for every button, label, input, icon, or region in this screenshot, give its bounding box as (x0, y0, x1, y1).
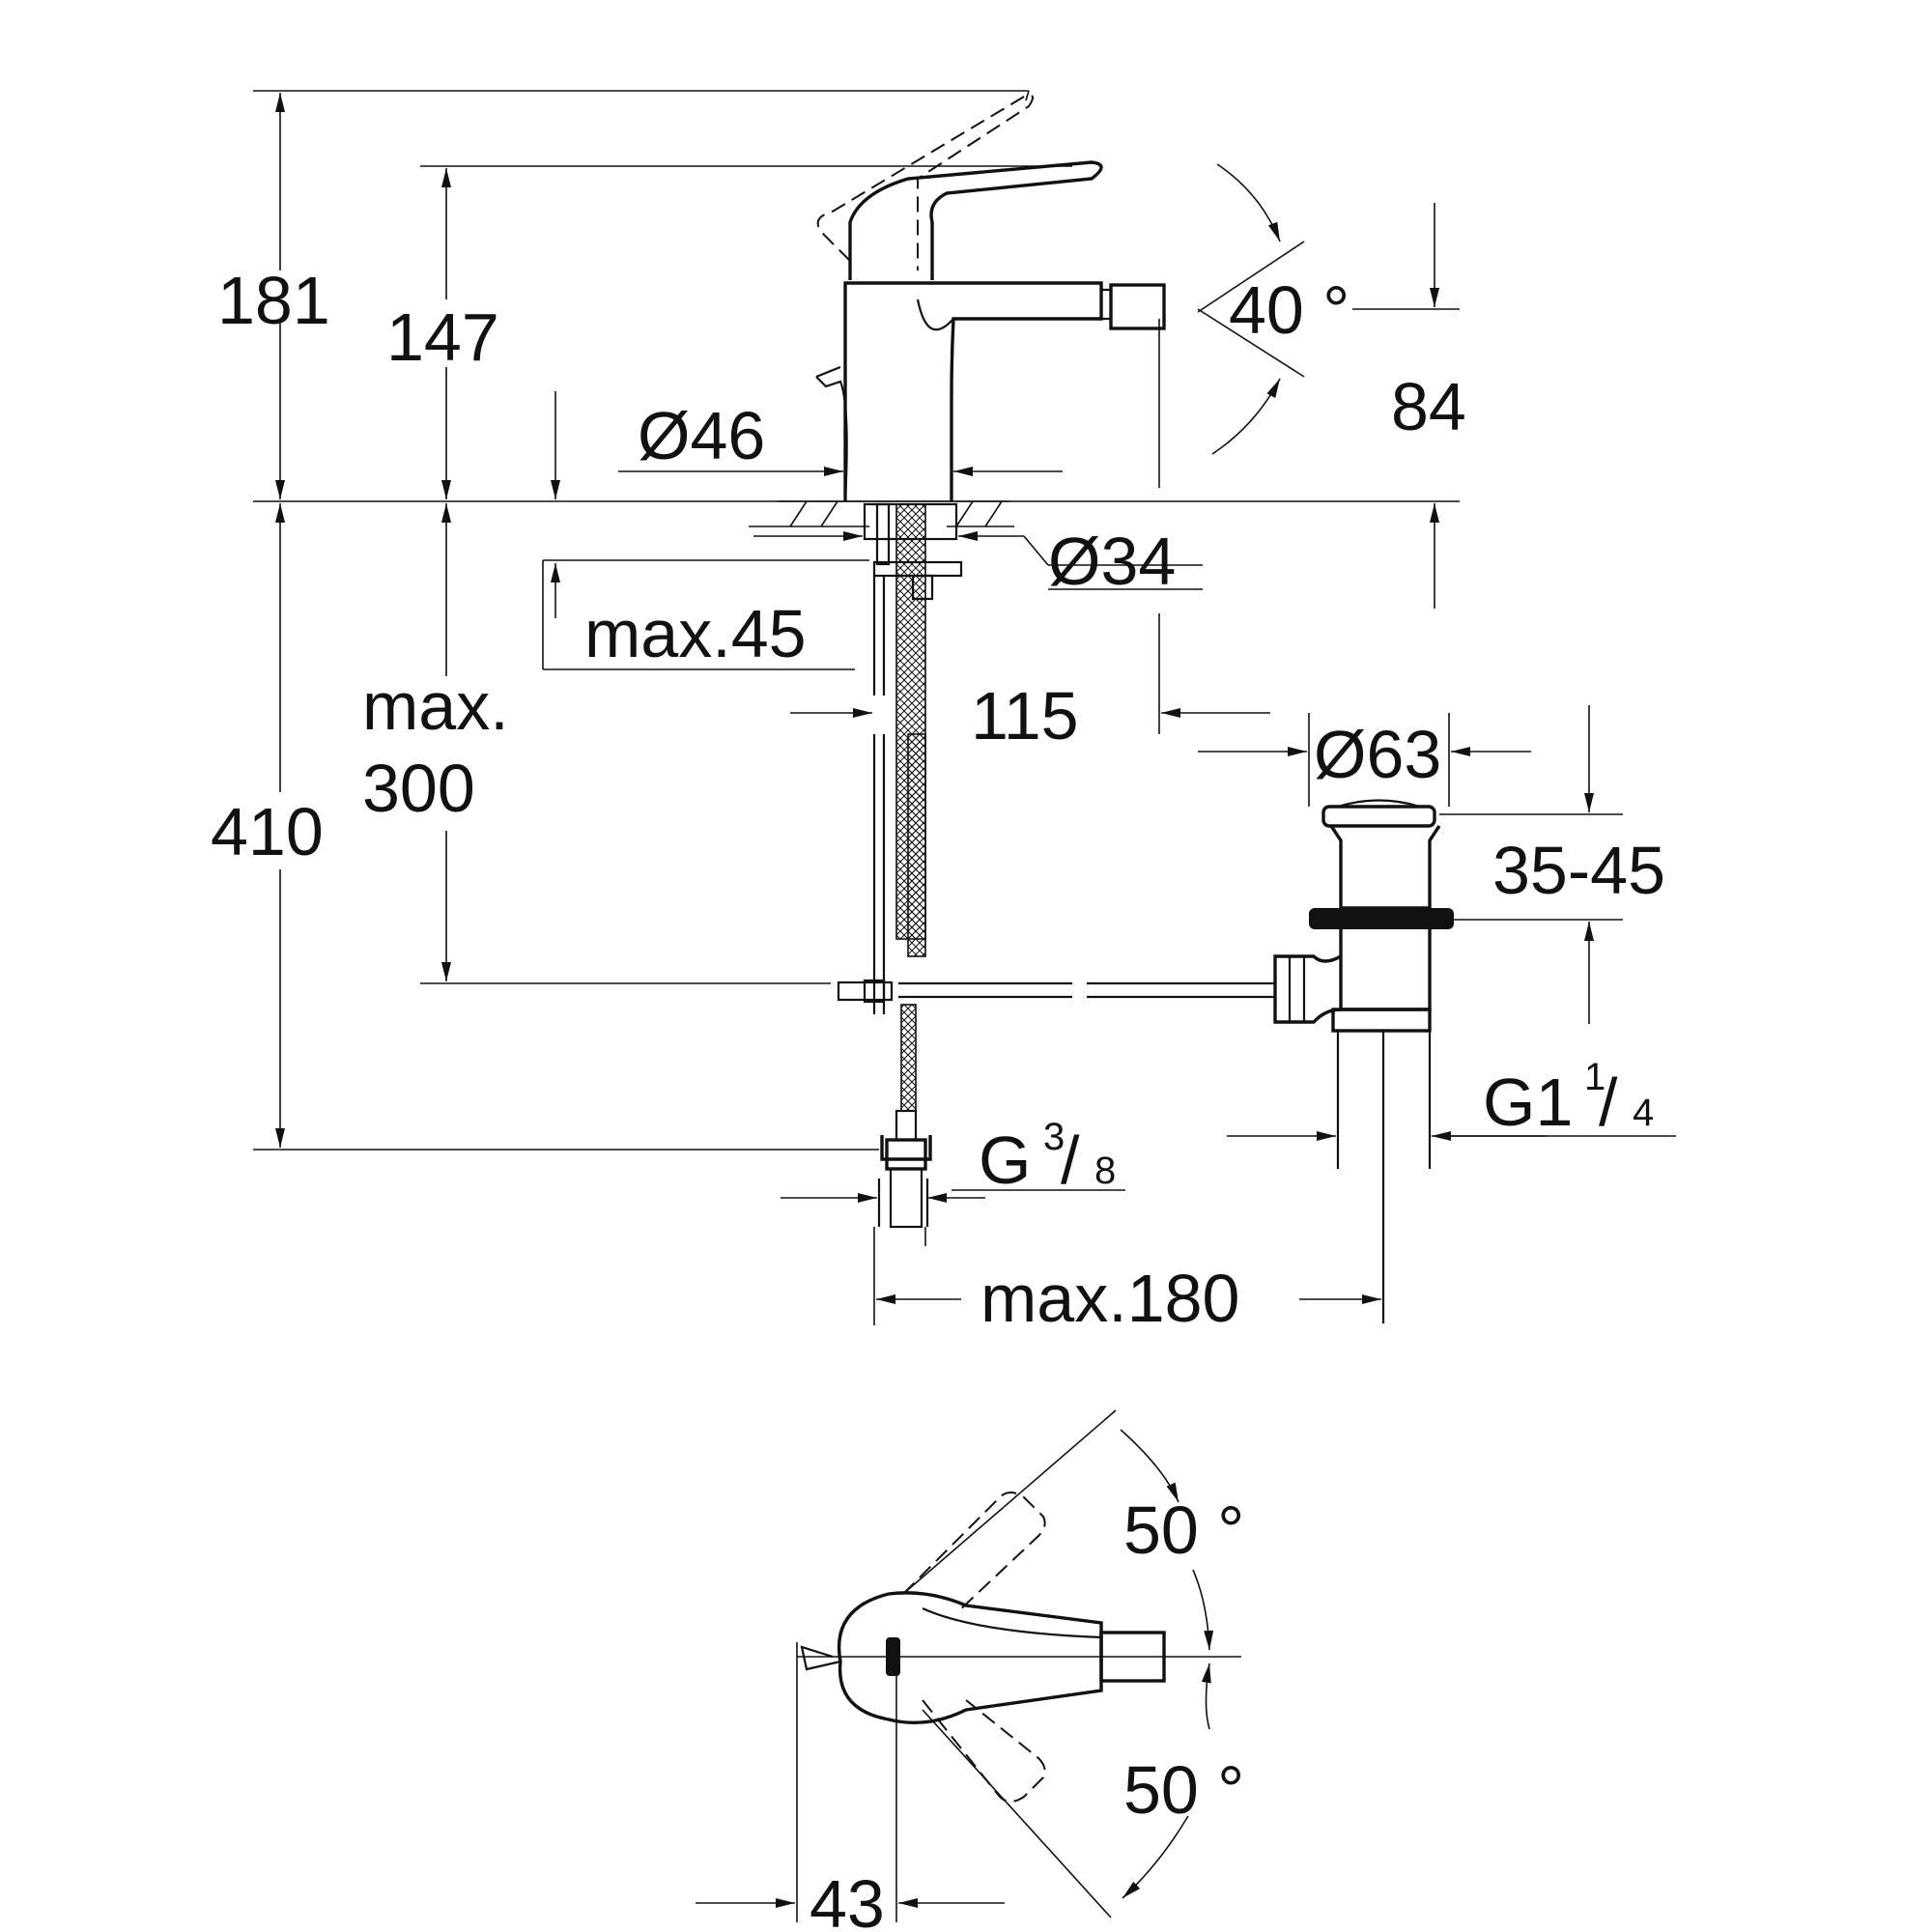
deck-hatch (749, 500, 1014, 527)
dim-50-degrees-right: 50 ° (1123, 1752, 1244, 1828)
dim-g1-1-4: G1 1 / 4 (1483, 1056, 1654, 1140)
dim-g-slash: / (1061, 1122, 1080, 1198)
extension-lines (253, 90, 1676, 1325)
dim-115: 115 (971, 678, 1079, 753)
dim-410: 410 (211, 794, 324, 869)
dim-g1-den: 4 (1633, 1092, 1654, 1134)
dim-g1-main: G1 (1483, 1065, 1573, 1140)
faucet-body (815, 94, 1166, 502)
dim-diameter-34: Ø34 (1048, 524, 1176, 599)
dim-50-degrees-left: 50 ° (1123, 1492, 1244, 1568)
top-body (800, 1591, 1166, 1724)
dim-g1-slash: / (1599, 1065, 1618, 1140)
dim-g-3-8: G 3 / 8 (979, 1116, 1116, 1198)
dim-max-45: max.45 (584, 596, 807, 671)
top-view: 50 ° 50 ° 43 (696, 1409, 1244, 1932)
dim-35-45: 35-45 (1492, 833, 1665, 908)
dim-g-main: G (979, 1122, 1031, 1198)
dim-181: 181 (217, 263, 330, 338)
waste-assembly (1273, 799, 1454, 1323)
dim-43: 43 (810, 1866, 885, 1932)
dim-max-180: max.180 (980, 1261, 1239, 1336)
dim-diameter-46: Ø46 (638, 398, 765, 473)
dim-84: 84 (1391, 369, 1466, 444)
dim-max-300-line1: max. (362, 668, 509, 744)
faucet-shank (863, 502, 963, 1229)
dim-147: 147 (386, 299, 499, 375)
dim-g1-num: 1 (1584, 1056, 1605, 1098)
dimension-arrows (275, 93, 1594, 1304)
popup-linkage (837, 979, 1275, 1004)
dim-max-300-line2: 300 (362, 751, 475, 826)
lever-alt-down (922, 1699, 1046, 1803)
dim-g-num: 3 (1043, 1116, 1065, 1158)
dim-g-den: 8 (1094, 1150, 1116, 1192)
dim-40-degrees: 40 ° (1229, 272, 1350, 348)
side-view: 181 147 Ø46 Ø34 max.45 max. 300 410 115 … (211, 90, 1676, 1336)
dim-diameter-63: Ø63 (1314, 717, 1441, 792)
lever-alt-up (902, 1492, 1046, 1614)
